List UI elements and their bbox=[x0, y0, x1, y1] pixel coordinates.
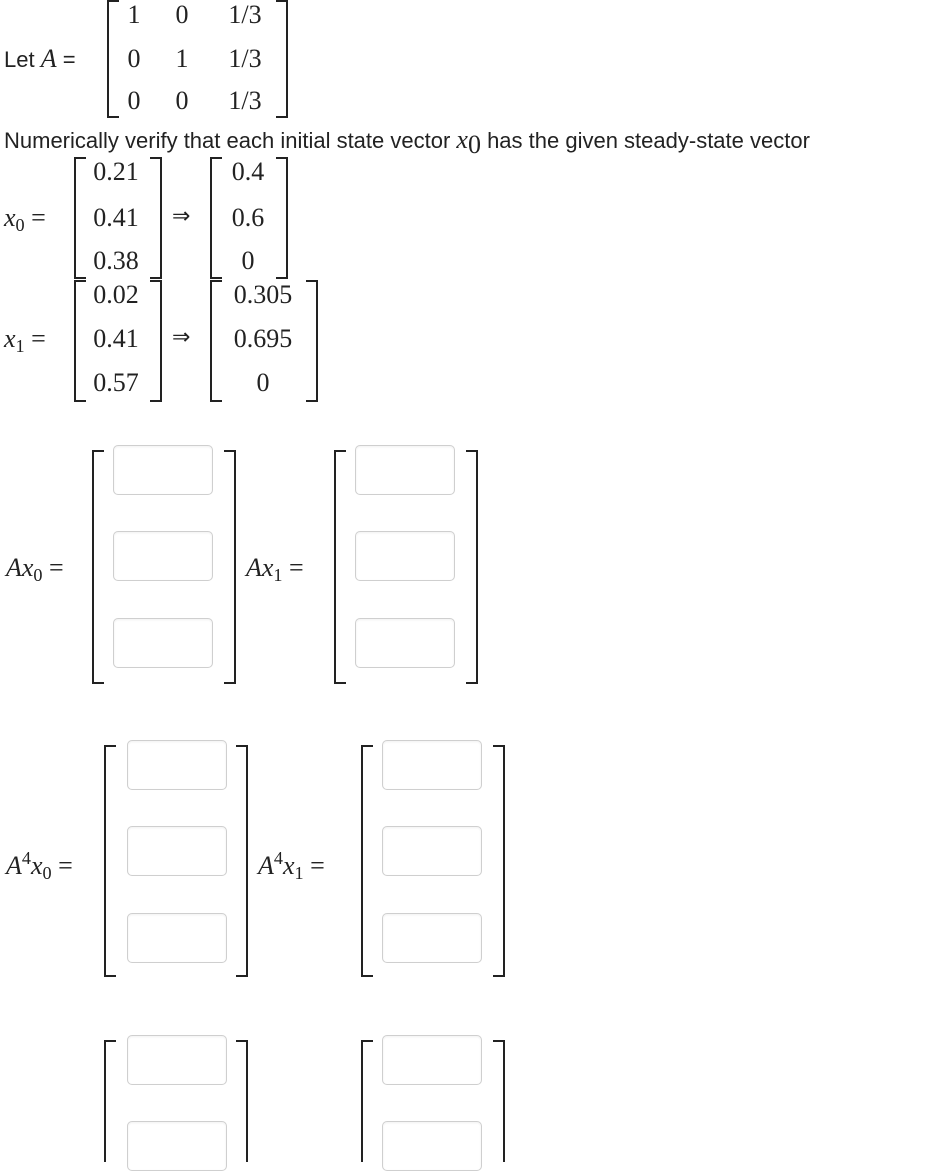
left-bracket bbox=[104, 1040, 116, 1162]
ax1-entry-1-input[interactable] bbox=[355, 445, 455, 495]
instruction-text: Numerically verify that each initial sta… bbox=[4, 125, 810, 159]
vector-entry: 0.695 bbox=[233, 324, 293, 353]
vector-entry: 0.41 bbox=[93, 203, 139, 232]
a4x0-label: A4x0 = bbox=[6, 848, 73, 883]
right-bracket bbox=[493, 745, 505, 977]
left-bracket bbox=[104, 745, 116, 977]
vector-entry: 0 bbox=[256, 368, 270, 397]
left-bracket bbox=[210, 280, 222, 402]
right-bracket bbox=[276, 0, 288, 118]
left-bracket bbox=[107, 0, 119, 118]
left-bracket bbox=[92, 450, 104, 684]
implies-arrow-icon: ⇒ bbox=[172, 324, 191, 349]
left-bracket bbox=[334, 450, 346, 684]
matrix-cell: 1 bbox=[127, 0, 141, 29]
left-bracket bbox=[74, 280, 86, 402]
a4x0-entry-3-input[interactable] bbox=[127, 913, 227, 963]
right-bracket bbox=[236, 1040, 248, 1162]
x0-label: x0 = bbox=[4, 203, 46, 235]
right-bracket bbox=[493, 1040, 505, 1162]
vector-entry: 0.41 bbox=[93, 324, 139, 353]
next-right-entry-1-input[interactable] bbox=[382, 1035, 482, 1085]
matrix-cell: 0 bbox=[127, 44, 141, 73]
ax0-entry-1-input[interactable] bbox=[113, 445, 213, 495]
ax1-entry-3-input[interactable] bbox=[355, 618, 455, 668]
next-left-entry-2-input[interactable] bbox=[127, 1121, 227, 1171]
vector-entry: 0.305 bbox=[233, 280, 293, 309]
right-bracket bbox=[466, 450, 478, 684]
next-left-entry-1-input[interactable] bbox=[127, 1035, 227, 1085]
matrix-cell: 1/3 bbox=[228, 86, 262, 115]
vector-entry: 0.6 bbox=[231, 203, 265, 232]
a4x1-entry-1-input[interactable] bbox=[382, 740, 482, 790]
matrix-cell: 1/3 bbox=[228, 44, 262, 73]
a4x1-label: A4x1 = bbox=[258, 848, 325, 883]
vector-entry: 0.4 bbox=[231, 157, 265, 186]
a4x0-entry-2-input[interactable] bbox=[127, 826, 227, 876]
ax0-entry-2-input[interactable] bbox=[113, 531, 213, 581]
let-label: Let A = bbox=[4, 44, 76, 73]
right-bracket bbox=[224, 450, 236, 684]
x1-label: x1 = bbox=[4, 324, 46, 356]
a4x0-entry-1-input[interactable] bbox=[127, 740, 227, 790]
matrix-cell: 0 bbox=[175, 86, 189, 115]
right-bracket bbox=[150, 280, 162, 402]
left-bracket bbox=[361, 745, 373, 977]
right-bracket bbox=[150, 157, 162, 279]
implies-arrow-icon: ⇒ bbox=[172, 203, 191, 228]
matrix-cell: 0 bbox=[175, 0, 189, 29]
ax1-entry-2-input[interactable] bbox=[355, 531, 455, 581]
left-bracket bbox=[74, 157, 86, 279]
right-bracket bbox=[306, 280, 318, 402]
right-bracket bbox=[276, 157, 288, 279]
right-bracket bbox=[236, 745, 248, 977]
vector-entry: 0 bbox=[241, 246, 255, 275]
matrix-cell: 0 bbox=[127, 86, 141, 115]
vector-entry: 0.57 bbox=[93, 368, 139, 397]
matrix-cell: 1/3 bbox=[228, 0, 262, 29]
ax0-label: Ax0 = bbox=[6, 553, 64, 585]
left-bracket bbox=[210, 157, 222, 279]
next-right-entry-2-input[interactable] bbox=[382, 1121, 482, 1171]
ax1-label: Ax1 = bbox=[246, 553, 304, 585]
ax0-entry-3-input[interactable] bbox=[113, 618, 213, 668]
matrix-cell: 1 bbox=[175, 44, 189, 73]
vector-entry: 0.21 bbox=[93, 157, 139, 186]
vector-entry: 0.38 bbox=[93, 246, 139, 275]
a4x1-entry-2-input[interactable] bbox=[382, 826, 482, 876]
a4x1-entry-3-input[interactable] bbox=[382, 913, 482, 963]
vector-entry: 0.02 bbox=[93, 280, 139, 309]
left-bracket bbox=[361, 1040, 373, 1162]
